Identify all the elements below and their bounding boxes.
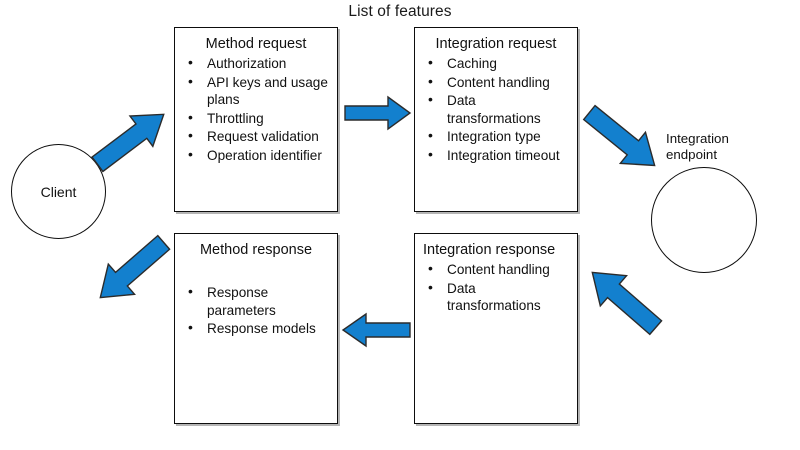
- node-integration-endpoint-label: Integration endpoint: [666, 131, 776, 163]
- list-item: Content handling: [425, 73, 573, 92]
- list-item: Response models: [185, 319, 333, 338]
- node-integration-endpoint-label-line2: endpoint: [666, 147, 718, 162]
- arrow-client-to-method-request-icon: [88, 108, 174, 173]
- box-method-response[interactable]: Method response Response parameters Resp…: [174, 233, 338, 424]
- box-method-response-title: Method response: [199, 242, 313, 258]
- box-integration-request-list: Caching Content handling Data transforma…: [415, 54, 577, 165]
- page-title: List of features: [348, 3, 452, 20]
- list-item: Content handling: [425, 260, 573, 279]
- list-item: Operation identifier: [185, 146, 333, 165]
- box-integration-response-list: Content handling Data transformations: [415, 260, 577, 315]
- box-integration-response-title: Integration response: [423, 242, 556, 258]
- box-method-request-title: Method request: [205, 36, 307, 52]
- list-item: API keys and usage plans: [185, 73, 333, 109]
- list-item: Data transformations: [425, 279, 573, 315]
- box-integration-response[interactable]: Integration response Content handling Da…: [414, 233, 578, 424]
- box-method-request-list: Authorization API keys and usage plans T…: [175, 54, 337, 165]
- arrow-endpoint-to-integration-response-icon: [580, 262, 668, 338]
- node-integration-endpoint-label-line1: Integration: [666, 131, 729, 146]
- arrow-method-request-to-integration-request-icon: [344, 95, 412, 131]
- arrow-method-response-to-client-icon: [88, 232, 176, 308]
- node-client-label: Client: [40, 183, 77, 200]
- box-integration-request[interactable]: Integration request Caching Content hand…: [414, 27, 578, 212]
- list-item: Data transformations: [425, 91, 573, 127]
- node-integration-endpoint[interactable]: [651, 167, 757, 273]
- list-item: Caching: [425, 54, 573, 73]
- node-client[interactable]: Client: [11, 144, 106, 239]
- box-integration-request-title: Integration request: [435, 36, 557, 52]
- list-item: Integration timeout: [425, 146, 573, 165]
- arrow-integration-request-to-endpoint-icon: [578, 103, 666, 175]
- list-item: Integration type: [425, 127, 573, 146]
- box-method-response-list: Response parameters Response models: [175, 283, 337, 338]
- list-item: Response parameters: [185, 283, 333, 319]
- list-item: Throttling: [185, 109, 333, 128]
- list-item: Authorization: [185, 54, 333, 73]
- box-method-request[interactable]: Method request Authorization API keys an…: [174, 27, 338, 212]
- arrow-integration-response-to-method-response-icon: [340, 311, 412, 349]
- list-item: Request validation: [185, 127, 333, 146]
